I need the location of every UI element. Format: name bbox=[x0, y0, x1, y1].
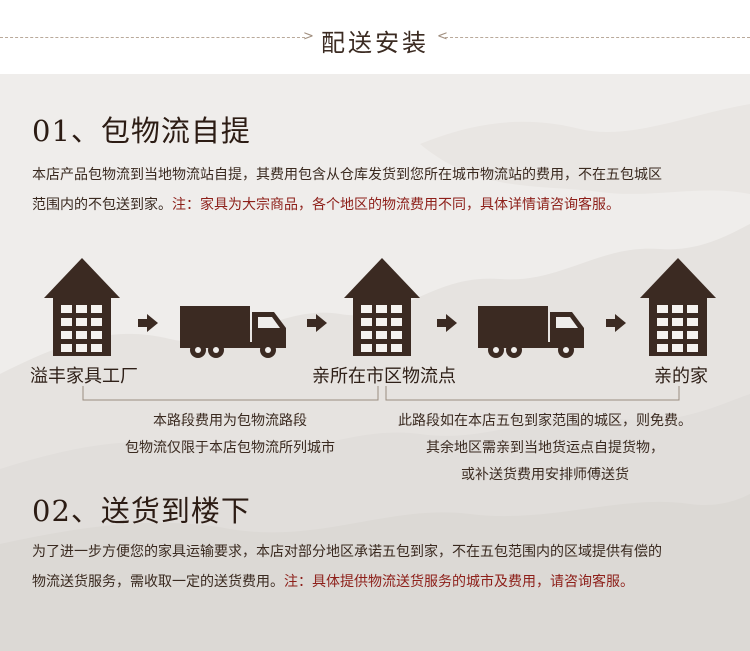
chevron-left-icon: < bbox=[437, 29, 448, 44]
section1-paragraph: 本店产品包物流到当地物流站自提，其费用包含从仓库发货到您所在城市物流站的费用，不… bbox=[32, 160, 722, 220]
section2-title: 02、送货到楼下 bbox=[32, 494, 251, 528]
header-divider-right bbox=[445, 37, 750, 38]
delivery-flow-diagram bbox=[44, 258, 716, 401]
node-label-home: 亲的家 bbox=[654, 366, 708, 387]
arrow-right-icon bbox=[606, 314, 626, 332]
node-label-factory: 溢丰家具工厂 bbox=[30, 366, 138, 387]
caption-line: 其余地区需亲到当地货运点自提货物， bbox=[426, 440, 664, 456]
caption-line: 本路段费用为包物流路段 bbox=[153, 413, 307, 429]
left-route-caption: 本路段费用为包物流路段 包物流仅限于本店包物流所列城市 bbox=[110, 408, 350, 462]
section2-text-main: 物流送货服务，需收取一定的送货费用。 bbox=[32, 574, 284, 590]
caption-line: 或补送货费用安排师傅送货 bbox=[461, 467, 629, 483]
arrow-right-icon bbox=[437, 314, 457, 332]
section1-text-line1: 本店产品包物流到当地物流站自提，其费用包含从仓库发货到您所在城市物流站的费用，不… bbox=[32, 167, 662, 183]
left-route-bracket bbox=[82, 386, 379, 401]
caption-line: 此路段如在本店五包到家范围的城区，则免费。 bbox=[398, 413, 692, 429]
building-icon bbox=[44, 258, 120, 356]
caption-line: 包物流仅限于本店包物流所列城市 bbox=[125, 440, 335, 456]
building-icon bbox=[344, 258, 420, 356]
right-route-bracket bbox=[385, 386, 680, 401]
section1-note: 注：家具为大宗商品，各个地区的物流费用不同，具体详情请咨询客服。 bbox=[172, 197, 620, 213]
section2-text-line1: 为了进一步方便您的家具运输要求，本店对部分地区承诺五包到家，不在五包范围内的区域… bbox=[32, 544, 662, 560]
section2-note: 注：具体提供物流送货服务的城市及费用，请咨询客服。 bbox=[284, 574, 634, 590]
content-panel: 01、包物流自提 本店产品包物流到当地物流站自提，其费用包含从仓库发货到您所在城… bbox=[0, 74, 750, 651]
section1-text-main: 范围内的不包送到家。 bbox=[32, 197, 172, 213]
section1-title: 01、包物流自提 bbox=[32, 114, 251, 148]
arrow-right-icon bbox=[307, 314, 327, 332]
chevron-right-icon: > bbox=[303, 29, 314, 44]
section1-text-line2: 范围内的不包送到家。注：家具为大宗商品，各个地区的物流费用不同，具体详情请咨询客… bbox=[32, 190, 722, 220]
arrow-right-icon bbox=[138, 314, 158, 332]
section2-paragraph: 为了进一步方便您的家具运输要求，本店对部分地区承诺五包到家，不在五包范围内的区域… bbox=[32, 537, 722, 597]
building-icon bbox=[640, 258, 716, 356]
node-label-city-station: 亲所在市区物流点 bbox=[312, 366, 456, 387]
right-route-caption: 此路段如在本店五包到家范围的城区，则免费。 其余地区需亲到当地货运点自提货物， … bbox=[380, 408, 710, 489]
section2-text-line2: 物流送货服务，需收取一定的送货费用。注：具体提供物流送货服务的城市及费用，请咨询… bbox=[32, 567, 722, 597]
truck-icon bbox=[180, 306, 286, 358]
header-divider-left bbox=[0, 37, 305, 38]
page-header: > 配送安装 < bbox=[0, 0, 750, 74]
truck-icon bbox=[478, 306, 584, 358]
mountain-background bbox=[0, 104, 750, 651]
page-title: 配送安装 bbox=[321, 29, 429, 57]
